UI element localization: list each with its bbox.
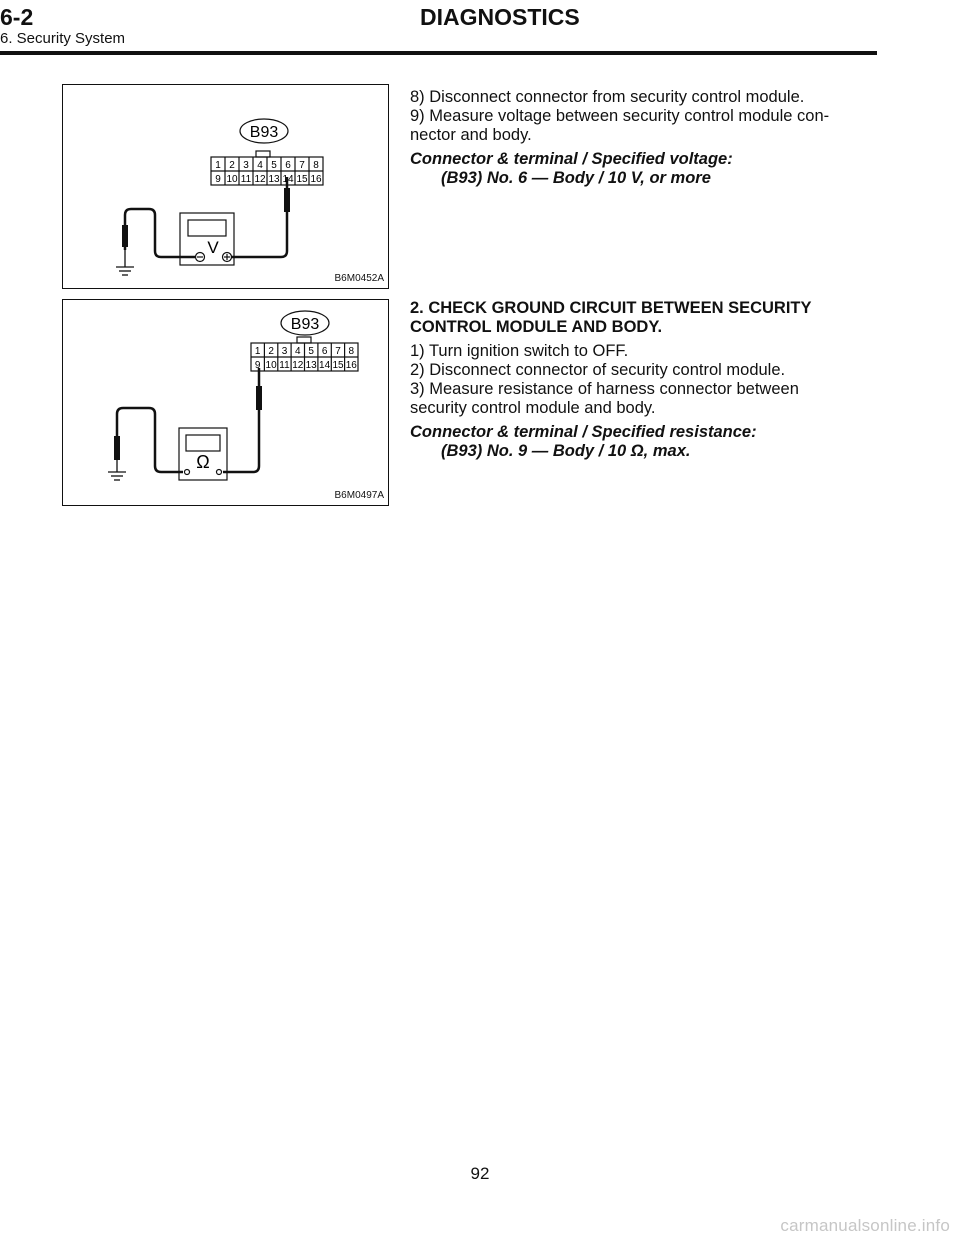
pin-label: 11 [241, 174, 252, 185]
voltmeter-body [179, 212, 235, 266]
connector-label: B93 [291, 316, 320, 333]
voltmeter-negative-terminal [194, 251, 206, 263]
pin-label: 16 [310, 174, 322, 185]
pin-label: 7 [335, 346, 341, 357]
step-9-line-2: nector and body. [410, 126, 532, 144]
probe-negative [122, 225, 128, 247]
section-subtitle: 6. Security System [0, 30, 126, 47]
page-number: 92 [470, 1164, 490, 1183]
pin-label: 6 [285, 160, 291, 171]
step-9-line-1: 9) Measure voltage between security cont… [410, 107, 830, 125]
pin-label: 14 [319, 360, 331, 371]
step-8: 8) Disconnect connector from security co… [410, 88, 805, 106]
pin-label: 15 [296, 174, 308, 185]
pin-label: 2 [268, 346, 274, 357]
ground-symbol [108, 455, 126, 481]
pin-label: 13 [268, 174, 280, 185]
figure-voltage-measurement: B93 1 2 3 4 5 6 7 8 9 10 11 12 13 14 15 … [62, 84, 389, 289]
figure-code: B6M0452A [334, 273, 384, 284]
voltmeter-display [187, 219, 227, 237]
connector-lock-tab [255, 150, 271, 158]
connector-label-oval [280, 310, 330, 336]
figure-code: B6M0497A [334, 490, 384, 501]
pin-label: 12 [292, 360, 304, 371]
pin-label: 5 [308, 346, 314, 357]
pin-label: 15 [332, 360, 344, 371]
check-heading-line-1: 2. CHECK GROUND CIRCUIT BETWEEN SECURITY [410, 299, 812, 317]
probe-left [114, 436, 120, 460]
pin-label: 8 [349, 346, 355, 357]
spec-value: (B93) No. 6 — Body / 10 V, or more [441, 169, 711, 187]
wiring-diagram-voltage: B93 1 2 3 4 5 6 7 8 9 10 11 12 13 14 15 … [116, 118, 324, 276]
connector-lock-tab [296, 336, 312, 344]
pin-label: 10 [226, 174, 238, 185]
pin-label: 11 [279, 360, 290, 371]
pin-label: 3 [282, 346, 288, 357]
pin-label: 9 [255, 360, 261, 371]
pin-label: 8 [313, 160, 319, 171]
check-heading-line-2: CONTROL MODULE AND BODY. [410, 318, 663, 336]
pin-label: 4 [257, 160, 263, 171]
ohmmeter-body [178, 427, 228, 481]
section-number: 6-2 [0, 4, 34, 30]
spec-value: (B93) No. 9 — Body / 10 Ω, max. [441, 442, 691, 460]
connector-label-oval [239, 118, 289, 144]
probe-wire-negative [123, 207, 195, 259]
probe-wire-right [223, 368, 261, 474]
meter-symbol: V [207, 238, 219, 257]
pin-label: 14 [282, 174, 294, 185]
pin-label: 1 [215, 160, 221, 171]
pin-label: 1 [255, 346, 261, 357]
pin-label: 5 [271, 160, 277, 171]
instruction-block-resistance: 2. CHECK GROUND CIRCUIT BETWEEN SECURITY… [410, 299, 877, 461]
connector-label: B93 [250, 124, 279, 141]
watermark-link[interactable]: carmanualsonline.info [780, 1216, 950, 1235]
step-3-line-2: security control module and body. [410, 399, 656, 417]
ohmmeter-display [185, 434, 221, 452]
pin-label: 6 [322, 346, 328, 357]
step-3-line-1: 3) Measure resistance of harness connect… [410, 380, 799, 398]
ground-symbol [116, 250, 134, 276]
spec-label: Connector & terminal / Specified resista… [410, 423, 757, 441]
probe-positive [284, 188, 290, 212]
header-divider [0, 51, 877, 55]
probe-right [256, 386, 262, 410]
pin-label: 2 [229, 160, 235, 171]
meter-symbol: Ω [196, 452, 209, 472]
section-title: DIAGNOSTICS [420, 4, 580, 30]
figure-resistance-measurement: B93 1 2 3 4 5 6 7 8 9 10 11 12 13 14 15 … [62, 299, 389, 506]
wiring-diagram-resistance: B93 1 2 3 4 5 6 7 8 9 10 11 12 13 14 15 … [108, 310, 359, 481]
pin-label: 16 [346, 360, 358, 371]
step-1: 1) Turn ignition switch to OFF. [410, 342, 629, 360]
probe-wire-positive [231, 177, 289, 259]
pin-label: 4 [295, 346, 301, 357]
instruction-block-voltage: 8) Disconnect connector from security co… [410, 88, 877, 188]
spec-label: Connector & terminal / Specified voltage… [410, 150, 733, 168]
pin-label: 10 [266, 360, 278, 371]
probe-wire-left [115, 406, 183, 474]
pin-label: 13 [306, 360, 318, 371]
pin-label: 9 [215, 174, 221, 185]
pin-label: 7 [299, 160, 305, 171]
ohmmeter-right-terminal [215, 468, 223, 476]
pin-label: 12 [254, 174, 266, 185]
step-2: 2) Disconnect connector of security cont… [410, 361, 786, 379]
pin-label: 3 [243, 160, 249, 171]
ohmmeter-left-terminal [183, 468, 191, 476]
